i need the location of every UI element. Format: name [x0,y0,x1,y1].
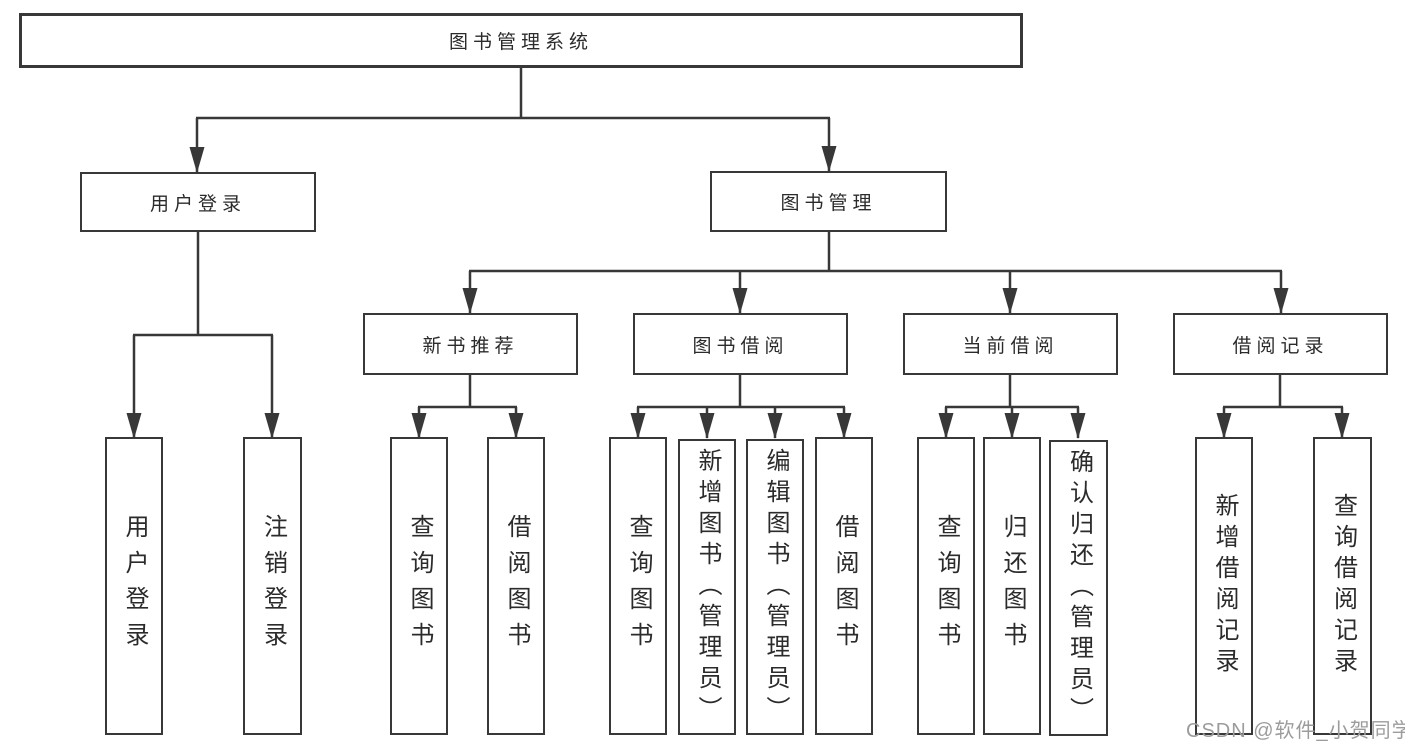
leaf-query-borrow-record-label: 查询借阅记录 [1329,493,1357,679]
node-book-management: 图书管理 [710,171,947,232]
leaf-query-books-current-label: 查询图书 [933,514,960,658]
arrowhead-icons [126,146,1350,439]
leaf-add-books-admin: 新增图书（管理员） [678,439,736,735]
node-new-book-recommend-label: 新书推荐 [422,335,519,357]
leaf-borrow-books-label: 借阅图书 [831,514,858,658]
csdn-watermark: CSDN @软件_小贺同学 [1186,720,1405,742]
leaf-add-borrow-record-label: 新增借阅记录 [1211,493,1238,679]
leaf-logout: 注销登录 [243,437,302,735]
leaf-user-login: 用户登录 [105,437,163,735]
leaf-borrow-books-recommend-label: 借阅图书 [503,514,530,658]
node-book-management-label: 图书管理 [780,193,877,214]
leaf-confirm-return-admin-label: 确认归还（管理员） [1065,448,1093,728]
node-borrowing-records-label: 借阅记录 [1232,335,1329,357]
leaf-borrow-books: 借阅图书 [815,437,873,735]
node-book-borrowing: 图书借阅 [633,313,848,375]
node-current-borrowing-label: 当前借阅 [962,335,1059,357]
leaf-user-login-label: 用户登录 [121,514,148,658]
leaf-return-books: 归还图书 [983,437,1041,735]
leaf-add-books-admin-label: 新增图书（管理员） [694,447,721,727]
leaf-query-borrow-record: 查询借阅记录 [1313,437,1372,735]
node-new-book-recommend: 新书推荐 [363,313,578,375]
node-user-login: 用户登录 [80,172,316,232]
node-user-login-label: 用户登录 [149,193,246,215]
leaf-confirm-return-admin: 确认归还（管理员） [1049,440,1108,736]
leaf-query-books-borrowing-label: 查询图书 [625,514,652,658]
leaf-query-books-current: 查询图书 [917,437,975,735]
root-node-label: 图书管理系统 [448,32,593,53]
node-borrowing-records: 借阅记录 [1173,313,1388,375]
leaf-return-books-label: 归还图书 [999,514,1026,658]
leaf-query-books-recommend-label: 查询图书 [406,514,433,658]
leaf-edit-books-admin-label: 编辑图书（管理员） [762,447,789,727]
leaf-query-books-recommend: 查询图书 [390,437,448,735]
leaf-logout-label: 注销登录 [259,514,287,658]
leaf-add-borrow-record: 新增借阅记录 [1195,437,1253,735]
root-node-library-system: 图书管理系统 [19,13,1023,68]
node-current-borrowing: 当前借阅 [903,313,1118,375]
leaf-query-books-borrowing: 查询图书 [609,437,667,735]
node-book-borrowing-label: 图书借阅 [692,335,789,357]
leaf-borrow-books-recommend: 借阅图书 [487,437,545,735]
leaf-edit-books-admin: 编辑图书（管理员） [746,439,804,735]
